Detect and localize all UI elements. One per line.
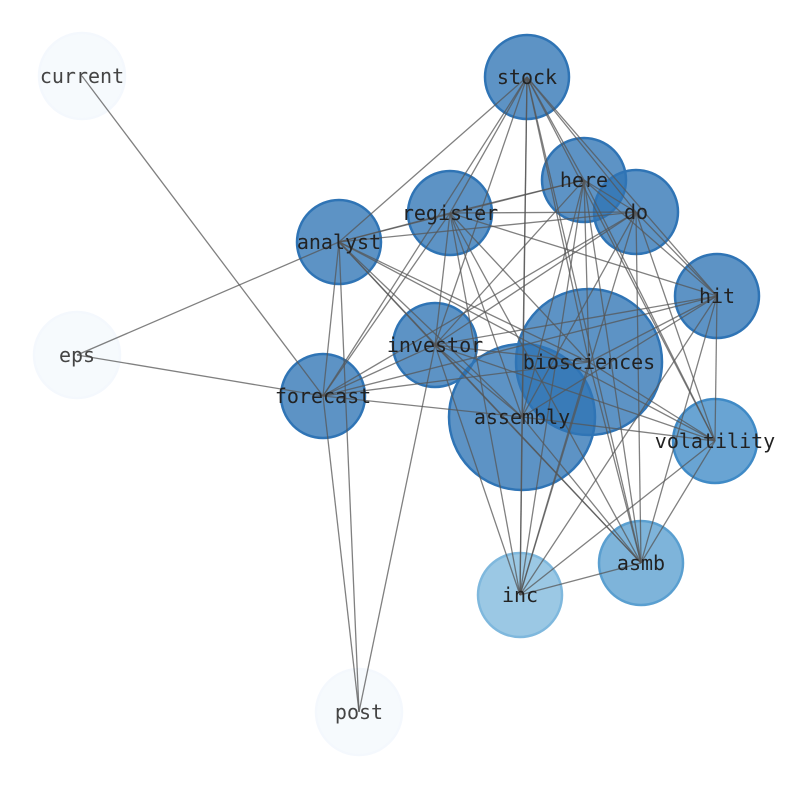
edge-analyst-assembly — [338, 241, 523, 418]
edge-do-forecast — [322, 211, 637, 397]
edge-post-forecast — [322, 395, 360, 713]
node-label-post: post — [335, 700, 383, 724]
node-label-stock: stock — [497, 65, 557, 89]
edge-here-biosciences — [583, 179, 590, 363]
edge-hit-investor — [434, 295, 718, 346]
edge-investor-biosciences — [434, 344, 590, 363]
edge-here-asmb — [583, 179, 642, 564]
node-label-here: here — [560, 168, 608, 192]
edge-volatility-asmb — [640, 440, 716, 564]
edge-investor-volatility — [434, 344, 716, 442]
edge-register-analyst — [338, 212, 451, 243]
edge-current-forecast — [81, 75, 324, 397]
edge-eps-analyst — [76, 241, 340, 356]
edge-analyst-volatility — [338, 241, 716, 442]
edge-register-hit — [449, 212, 718, 297]
node-label-analyst: analyst — [297, 230, 381, 254]
node-label-register: register — [402, 201, 498, 225]
edge-here-hit — [583, 179, 718, 297]
edge-hit-inc — [519, 295, 718, 596]
edge-stock-volatility — [526, 76, 716, 442]
edge-here-volatility — [583, 179, 716, 442]
node-label-current: current — [40, 64, 124, 88]
edge-stock-analyst — [338, 76, 528, 243]
edge-hit-forecast — [322, 295, 718, 397]
edge-do-register — [449, 211, 637, 214]
edge-do-assembly — [521, 211, 637, 418]
edge-forecast-assembly — [322, 395, 523, 418]
edge-assembly-asmb — [521, 416, 642, 564]
edge-register-investor — [434, 212, 451, 346]
edge-register-assembly — [449, 212, 523, 418]
edge-hit-assembly — [521, 295, 718, 418]
edge-investor-inc — [434, 344, 521, 596]
edge-hit-biosciences — [588, 295, 718, 363]
edge-post-analyst — [338, 241, 360, 713]
edge-do-investor — [434, 211, 637, 346]
edge-forecast-biosciences — [322, 361, 590, 397]
node-label-eps: eps — [59, 343, 95, 367]
edge-stock-hit — [526, 76, 718, 297]
node-label-forecast: forecast — [275, 384, 371, 408]
edge-stock-do — [526, 76, 637, 213]
edge-eps-forecast — [76, 354, 324, 397]
edge-volatility-inc — [519, 440, 716, 596]
node-label-investor: investor — [387, 333, 483, 357]
node-label-assembly: assembly — [474, 405, 570, 429]
node-label-biosciences: biosciences — [523, 350, 655, 374]
edge-investor-forecast — [322, 344, 436, 397]
edge-do-volatility — [635, 211, 716, 442]
edge-asmb-inc — [519, 562, 642, 596]
edge-hit-volatility — [714, 295, 718, 442]
node-label-do: do — [624, 200, 648, 224]
edge-analyst-biosciences — [338, 241, 590, 363]
edge-register-biosciences — [449, 212, 590, 363]
edge-here-investor — [434, 179, 585, 346]
edge-do-hit — [635, 211, 718, 297]
edge-do-analyst — [338, 211, 637, 243]
node-label-hit: hit — [699, 284, 735, 308]
edge-investor-assembly — [434, 344, 523, 418]
edge-here-do — [583, 179, 637, 213]
edge-hit-asmb — [640, 295, 718, 564]
edge-stock-register — [449, 76, 528, 214]
edge-biosciences-inc — [519, 361, 590, 596]
edge-biosciences-asmb — [588, 361, 642, 564]
edge-analyst-forecast — [322, 241, 340, 397]
edge-register-forecast — [322, 212, 451, 397]
edge-register-asmb — [449, 212, 642, 564]
edge-register-inc — [449, 212, 521, 596]
edge-assembly-inc — [519, 416, 523, 596]
node-label-inc: inc — [502, 583, 538, 607]
edge-assembly-volatility — [521, 416, 716, 442]
edge-biosciences-volatility — [588, 361, 716, 442]
edge-here-assembly — [521, 179, 585, 418]
node-label-volatility: volatility — [655, 429, 775, 453]
edge-stock-asmb — [526, 76, 642, 564]
edge-stock-forecast — [322, 76, 528, 397]
node-label-asmb: asmb — [617, 551, 665, 575]
